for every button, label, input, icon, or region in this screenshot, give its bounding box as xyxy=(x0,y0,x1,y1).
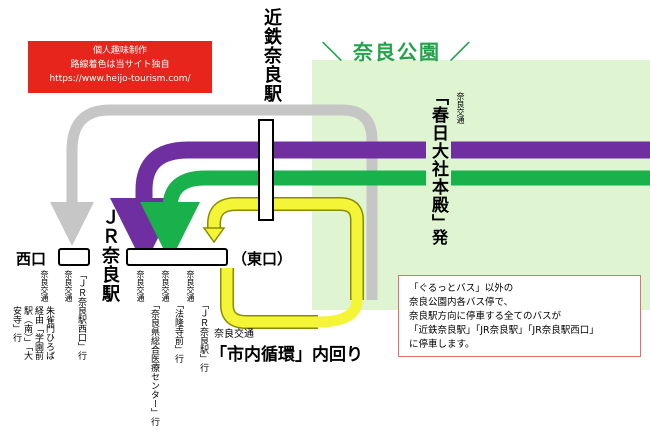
kintetsu-platform xyxy=(258,119,274,221)
loop-operator: 奈良交通 xyxy=(214,329,254,340)
note-line-4: 「近鉄奈良駅」「JR奈良駅」「JR奈良駅西口」 xyxy=(409,325,599,336)
credit-line-2: 路線着色は当サイト独自 xyxy=(70,60,170,70)
nishiguchi-label: 西口 xyxy=(16,250,47,268)
east-col1-destination: 「奈良県総合医療センター」行 xyxy=(149,300,159,426)
note-line-2: 奈良公園内各バス停で、 xyxy=(409,297,514,308)
east-col2-operator: 奈良交通 xyxy=(161,270,170,302)
west-col1-operator: 奈良交通 xyxy=(64,270,73,302)
note-box: 「ぐるっとバス」以外の 奈良公園内各バス停で、 奈良駅方向に停車する全てのバスが… xyxy=(398,275,641,357)
note-line-5: に停車します。 xyxy=(409,339,475,350)
east-exit-bus-stop xyxy=(126,248,228,266)
loop-route-label: 「市内循環」内回り xyxy=(210,345,363,365)
west-col2-destination: 朱雀門ひろば経由「学園前駅（南）」「大安寺」行 xyxy=(11,306,54,360)
higashiguchi-label: （東口） xyxy=(232,250,293,268)
credit-url[interactable]: https://www.heijo-tourism.com/ xyxy=(49,74,191,84)
note-line-1: 「ぐるっとバス」以外の xyxy=(409,283,514,294)
east-col3-operator: 奈良交通 xyxy=(186,270,195,302)
jr-nara-label: ＪＲ奈良駅 xyxy=(99,208,120,303)
nara-park-title: ＼ 奈良公園 ／ xyxy=(322,40,472,64)
route-yellow-loop xyxy=(220,268,318,329)
west-col1-destination: 「ＪＲ奈良駅西口」行 xyxy=(76,270,86,360)
kintetsu-nara-label: 近鉄奈良駅 xyxy=(261,8,282,103)
credit-line-1: 個人趣味制作 xyxy=(92,46,147,56)
kasuga-taisha-label: 「春日大社本殿」 xyxy=(426,88,451,232)
route-yellow-main-fill xyxy=(208,198,363,300)
west-exit-bus-stop xyxy=(58,248,90,266)
route-yellow-loop-fill xyxy=(221,268,318,328)
east-col3-destination: 「ＪＲ奈良駅」行 xyxy=(198,300,208,372)
east-col1-operator: 奈良交通 xyxy=(136,270,145,302)
west-col2-operator: 奈良交通 xyxy=(40,270,49,302)
kasuga-departure-suffix: 発 xyxy=(432,228,449,247)
route-gray xyxy=(50,104,378,300)
credit-box: 個人趣味制作 路線着色は当サイト独自 https://www.heijo-tou… xyxy=(28,41,212,93)
note-line-3: 奈良駅方向に停車する全てのバスが xyxy=(409,311,562,322)
route-yellow-park-link xyxy=(317,299,363,328)
east-col2-destination: 「法隆寺前」行 xyxy=(173,300,183,363)
route-green xyxy=(140,170,650,262)
kasuga-operator: 奈良交通 xyxy=(456,92,465,124)
route-yellow-arrowhead xyxy=(202,227,226,244)
route-purple xyxy=(110,141,650,266)
